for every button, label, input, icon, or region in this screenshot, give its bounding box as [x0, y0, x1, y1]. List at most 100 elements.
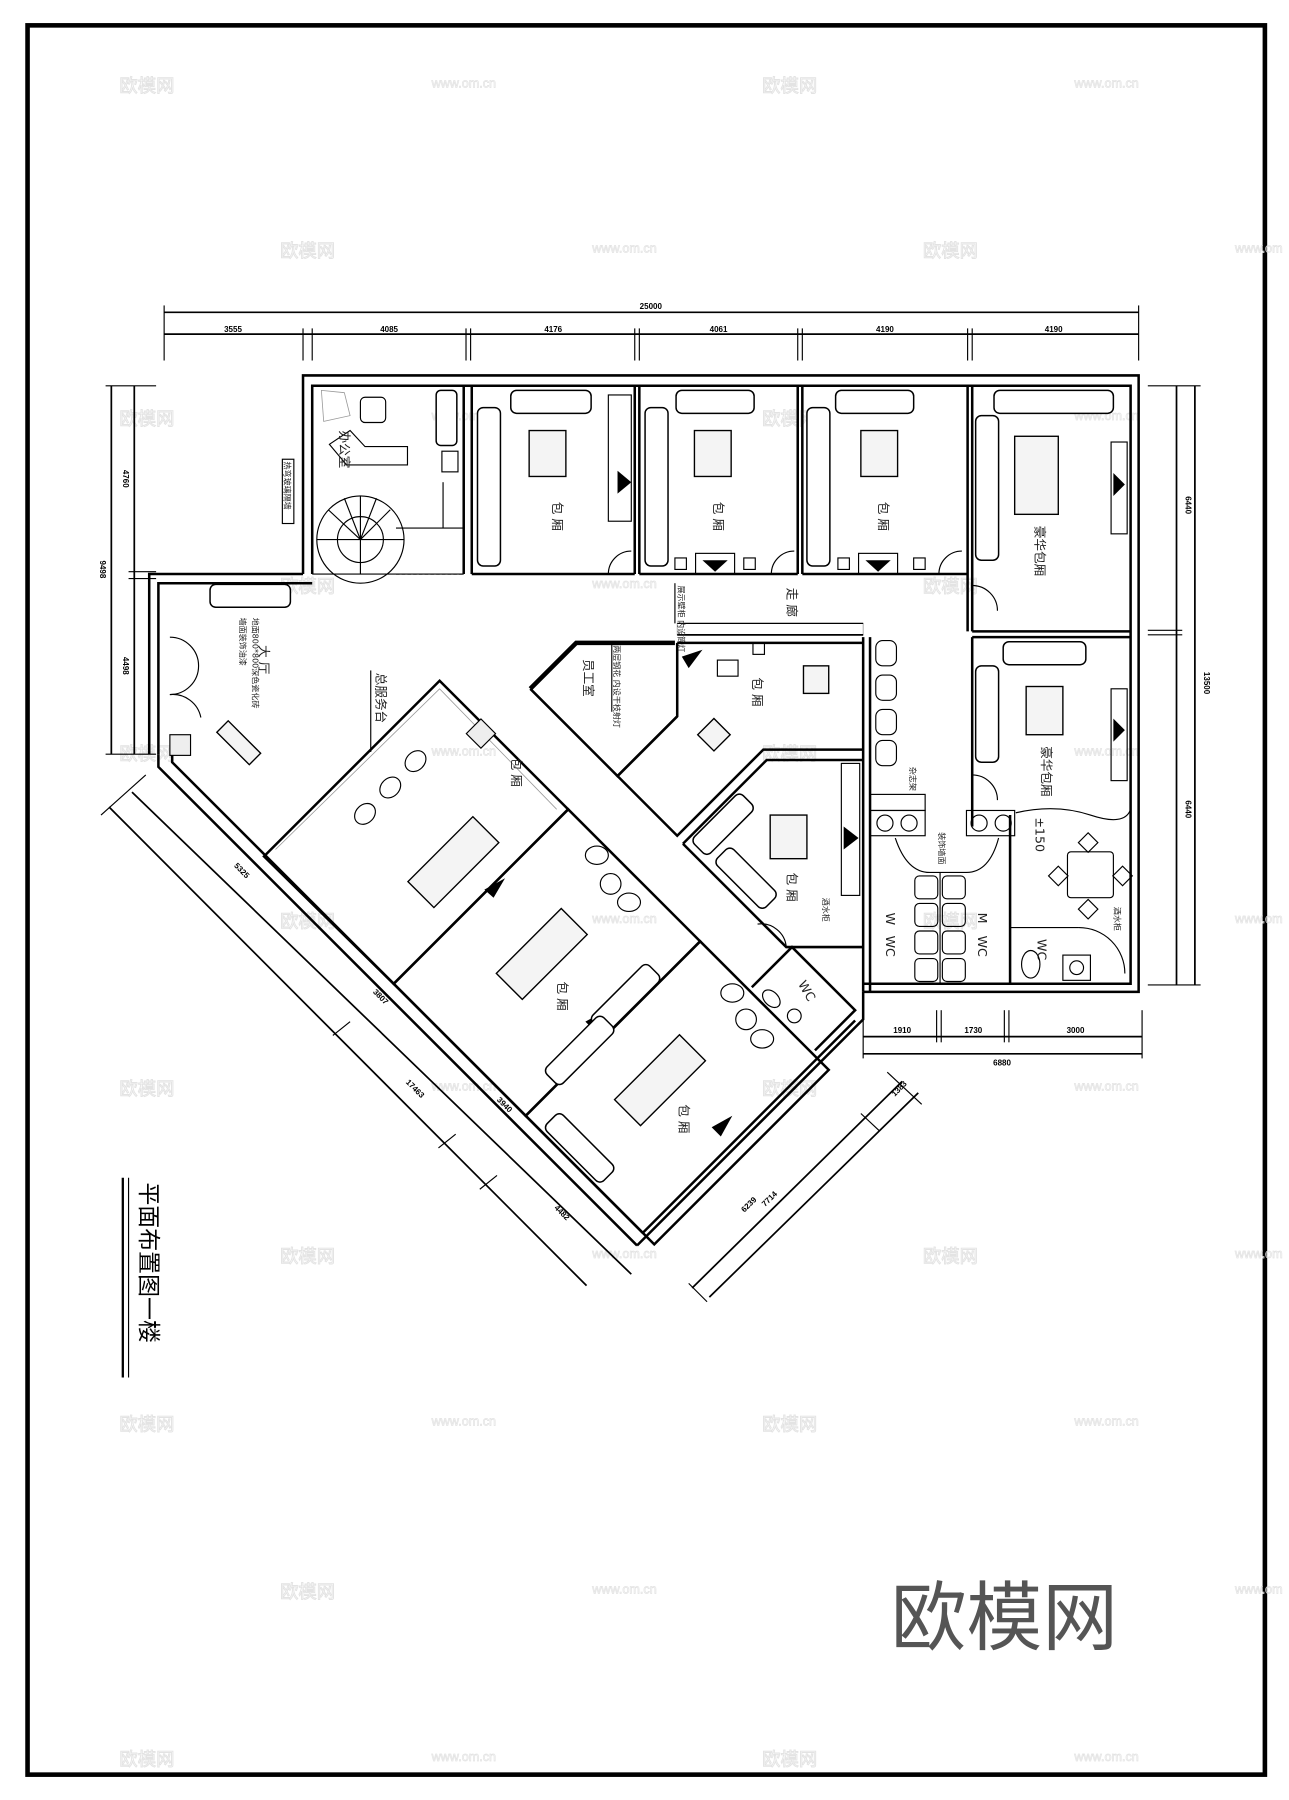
- note-lobby-floor: 地面800*800深色瓷化砖: [251, 618, 261, 709]
- note-lobby-wall: 墙面装饰油漆: [238, 618, 248, 666]
- room-label-office: 办公室: [337, 431, 352, 469]
- svg-text:www.om: www.om: [1234, 1247, 1283, 1261]
- room-label-private: 包 厢: [711, 502, 726, 531]
- bottom-dimension-chain: 1910 1730 3000 6880: [862, 1010, 1143, 1067]
- note-sundry-rack: 杂志架: [908, 767, 918, 791]
- dim-diag-seg: 6239: [739, 1195, 758, 1214]
- chair-icon: [379, 776, 402, 799]
- room-label-luxury: 豪华包厢: [1032, 526, 1047, 576]
- room-label-private: 包 厢: [784, 872, 799, 901]
- sofa-icon: [715, 847, 777, 910]
- sofa-icon: [435, 389, 458, 447]
- dim-bottom-total: 6880: [993, 1058, 1011, 1067]
- room-label-private: 包 厢: [876, 502, 891, 531]
- sofa-icon: [834, 389, 915, 415]
- office-chair-icon: [359, 396, 387, 424]
- dim-top-total: 25000: [640, 302, 663, 311]
- sofa-icon: [209, 583, 292, 609]
- dim-top-seg: 3555: [224, 325, 242, 334]
- sofa-icon: [675, 389, 755, 415]
- sofa-icon: [476, 406, 502, 567]
- level-mark: ±150: [1032, 817, 1047, 852]
- svg-text:欧模网: 欧模网: [762, 1414, 817, 1435]
- chair-icon: [354, 802, 376, 825]
- stool-icon: [875, 708, 898, 736]
- room-label-staff: 员工室: [581, 659, 596, 697]
- cabinet-icon: [441, 450, 459, 473]
- luxury-room-2: 豪华包厢: [970, 637, 1132, 827]
- private-room-4: 包 厢: [615, 641, 864, 838]
- table-icon: [1013, 435, 1059, 516]
- dim-left-total: 9498: [98, 561, 107, 579]
- sofa-icon: [974, 665, 1000, 764]
- dim-diag-seg: 4482: [552, 1203, 571, 1222]
- svg-text:欧模网: 欧模网: [762, 76, 817, 97]
- card-table-icon: [1066, 851, 1114, 899]
- chair-icon: [599, 873, 622, 895]
- sink-icon: [1062, 954, 1092, 981]
- private-room-5: 包 厢 酒水柜: [682, 758, 864, 949]
- room-label-luxury: 豪华包厢: [1039, 746, 1054, 796]
- note-office-partition: 热弯玻璃隔墙: [283, 462, 293, 510]
- card-room: ±150 酒水柜 WC: [1008, 815, 1134, 984]
- diagonal-left-dimension-chain: 5325 3807 17463 3940 4482: [100, 774, 632, 1287]
- sofa-icon: [544, 1113, 615, 1183]
- sofa-icon: [974, 414, 1000, 561]
- svg-text:www.om.cn: www.om.cn: [1073, 744, 1138, 758]
- chair-icon: [584, 845, 609, 865]
- table-icon: [860, 429, 899, 478]
- dim-diag-total: 17463: [404, 1078, 427, 1101]
- svg-text:欧模网: 欧模网: [119, 1079, 174, 1100]
- svg-text:欧模网: 欧模网: [119, 76, 174, 97]
- svg-text:欧模网: 欧模网: [762, 409, 817, 430]
- svg-text:欧模网: 欧模网: [119, 1749, 174, 1770]
- svg-text:www.om: www.om: [1234, 242, 1283, 256]
- private-room-3: 包 厢: [802, 385, 974, 632]
- svg-text:www.om.cn: www.om.cn: [431, 744, 496, 758]
- note-wine-cabinet: 酒水柜: [821, 898, 831, 922]
- svg-text:www.om.cn: www.om.cn: [1073, 1750, 1138, 1764]
- toilet-icon: [1020, 949, 1041, 979]
- toilet-stalls: [914, 872, 966, 984]
- svg-text:欧模网: 欧模网: [119, 409, 174, 430]
- room-label-men: M: [975, 913, 990, 924]
- svg-text:欧模网: 欧模网: [762, 744, 817, 765]
- dim-top-seg: 4176: [544, 325, 562, 334]
- dim-diag-seg: 5325: [232, 861, 251, 880]
- svg-text:www.om.cn: www.om.cn: [591, 1582, 656, 1596]
- private-room-2: 包 厢: [639, 385, 804, 576]
- svg-text:www.om.cn: www.om.cn: [591, 577, 656, 591]
- sofa-icon: [993, 389, 1115, 415]
- drawing-title-block: 平面布置图一楼: [121, 1177, 161, 1378]
- drawing-border: [25, 23, 1268, 1777]
- svg-text:欧模网: 欧模网: [280, 1247, 335, 1268]
- chair-icon: [735, 1008, 757, 1031]
- left-dimension-chain: 9498 4760 4498: [98, 385, 157, 755]
- room-label-private: 包 厢: [677, 1104, 692, 1133]
- dim-top-seg: 4190: [1045, 325, 1063, 334]
- room-label-wc: WC: [795, 978, 819, 1004]
- svg-text:www.om.cn: www.om.cn: [431, 1415, 496, 1429]
- svg-text:www.om.cn: www.om.cn: [1073, 76, 1138, 90]
- svg-text:欧模网: 欧模网: [762, 1749, 817, 1770]
- corridor: 走 廊 展示壁柜 内设筒灯: [674, 583, 864, 652]
- room-label-lobby: 大 厅: [256, 645, 271, 674]
- svg-text:www.om: www.om: [1234, 912, 1283, 926]
- office: 热弯玻璃隔墙 办公室: [281, 385, 474, 584]
- diagonal-right-dimension-chain: 6239 7714 1383: [688, 1071, 923, 1303]
- svg-text:欧模网: 欧模网: [923, 241, 978, 262]
- brand-watermark: 欧模网: [891, 1574, 1118, 1662]
- toilet-icon: [761, 989, 781, 1009]
- column-icon: [465, 718, 497, 749]
- svg-text:欧模网: 欧模网: [923, 912, 978, 933]
- svg-text:www.om.cn: www.om.cn: [591, 242, 656, 256]
- table-icon: [1025, 685, 1064, 736]
- dim-bottom-seg: 3000: [1067, 1026, 1085, 1035]
- watermark-layer: 欧模网 www.om.cn 欧模网 www.om.cn 欧模网 www.om.cn 欧…: [119, 75, 1283, 1770]
- table-icon: [495, 907, 589, 1001]
- svg-text:欧模网: 欧模网: [280, 912, 335, 933]
- private-room-8: 包 厢: [523, 939, 831, 1247]
- svg-text:www.om.cn: www.om.cn: [591, 912, 656, 926]
- dim-top-seg: 4190: [876, 325, 894, 334]
- note-wine-cabinet: 酒水柜: [1113, 907, 1123, 931]
